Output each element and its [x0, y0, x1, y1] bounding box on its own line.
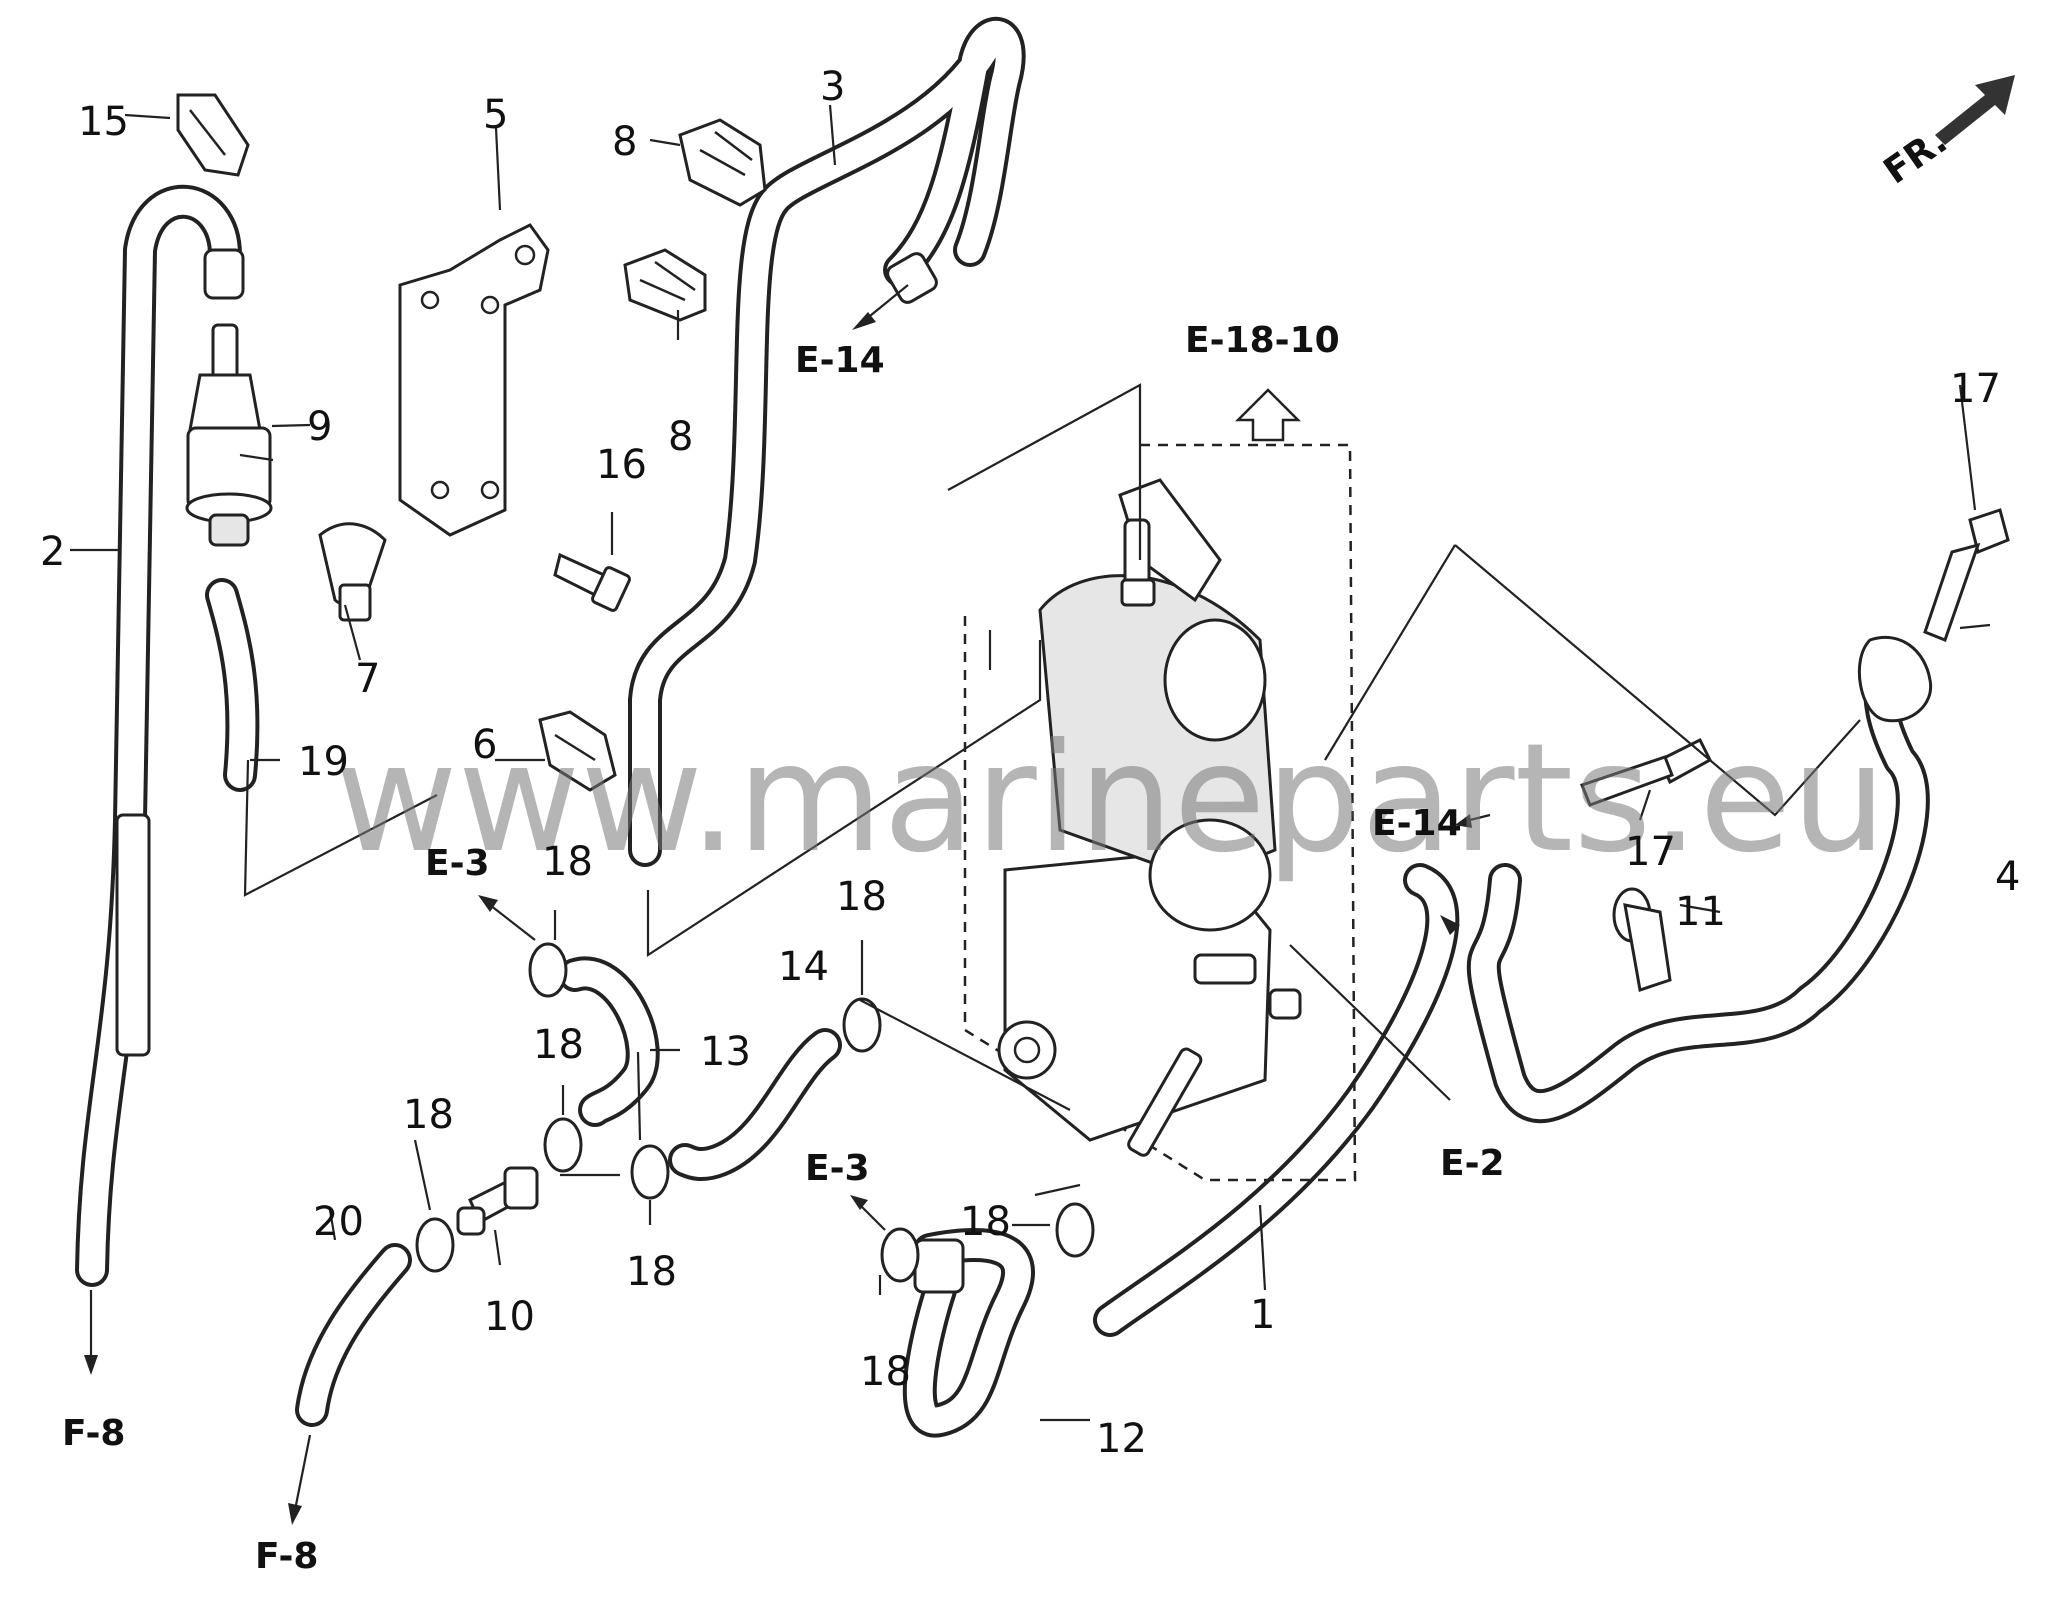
ref-e-18-10: E-18-10 [1185, 320, 1340, 361]
hose-4 [1466, 635, 1933, 1124]
ref-e-14-right: E-14 [1372, 803, 1462, 844]
clip-8-top [678, 118, 767, 207]
callout-10: 10 [484, 1294, 535, 1340]
callout-2: 2 [40, 529, 65, 575]
hose-12 [902, 1228, 1035, 1438]
ref-e-14-top: E-14 [795, 340, 885, 381]
hose-2 [75, 184, 245, 1287]
hose-20 [295, 1243, 412, 1427]
ref-e-2: E-2 [1440, 1143, 1505, 1184]
callout-19: 19 [298, 739, 349, 785]
callout-14: 14 [778, 944, 829, 990]
clip-8-bottom [623, 248, 707, 322]
ref-e-3-left: E-3 [425, 843, 490, 884]
bracket-5 [398, 223, 550, 537]
ref-e-3-bottom: E-3 [805, 1148, 870, 1189]
direction-arrow-icon [1935, 75, 2015, 145]
callout-3: 3 [820, 64, 845, 110]
callout-8-top: 8 [612, 119, 637, 165]
hose-3 [628, 16, 1026, 867]
callout-18-d: 18 [403, 1092, 454, 1138]
callout-18-f: 18 [860, 1349, 911, 1395]
clip-7 [318, 522, 387, 622]
fuel-filter-icon [185, 323, 273, 547]
watermark: www.marineparts.eu [335, 712, 1887, 886]
callout-18-c: 18 [836, 874, 887, 920]
hose-19 [205, 578, 260, 792]
connector-icon [456, 1166, 539, 1236]
callout-8-bottom: 8 [668, 414, 693, 460]
reference-arrows [84, 284, 1491, 1525]
callout-9: 9 [307, 404, 332, 450]
leader-lines [70, 104, 1991, 1422]
callout-1: 1 [1250, 1292, 1275, 1338]
callout-18-g: 18 [960, 1199, 1011, 1245]
callout-5: 5 [483, 92, 508, 138]
vapor-separator-icon [963, 443, 1357, 1182]
callout-18-a: 18 [542, 839, 593, 885]
callout-7: 7 [355, 656, 380, 702]
hose-13 [558, 956, 660, 1127]
callout-4: 4 [1995, 854, 2020, 900]
callout-18-e: 18 [626, 1249, 677, 1295]
hose-clamp-icon [415, 887, 1672, 1283]
ref-f-8-left: F-8 [62, 1413, 125, 1454]
callout-20: 20 [313, 1199, 364, 1245]
callout-11: 11 [1675, 889, 1726, 935]
callout-13: 13 [700, 1029, 751, 1075]
callout-18-b: 18 [533, 1022, 584, 1068]
bolt-16 [553, 552, 631, 612]
clip-6 [538, 710, 617, 792]
hose-14 [668, 1028, 842, 1182]
callout-17-mid: 17 [1625, 829, 1676, 875]
callout-6: 6 [472, 722, 497, 768]
callout-17-top: 17 [1950, 366, 2001, 412]
hose-1 [1093, 863, 1460, 1337]
callout-16: 16 [596, 442, 647, 488]
ref-f-8-bottom: F-8 [255, 1536, 318, 1577]
clip-15 [176, 93, 250, 177]
callout-15: 15 [78, 99, 129, 145]
callout-12: 12 [1096, 1416, 1147, 1462]
